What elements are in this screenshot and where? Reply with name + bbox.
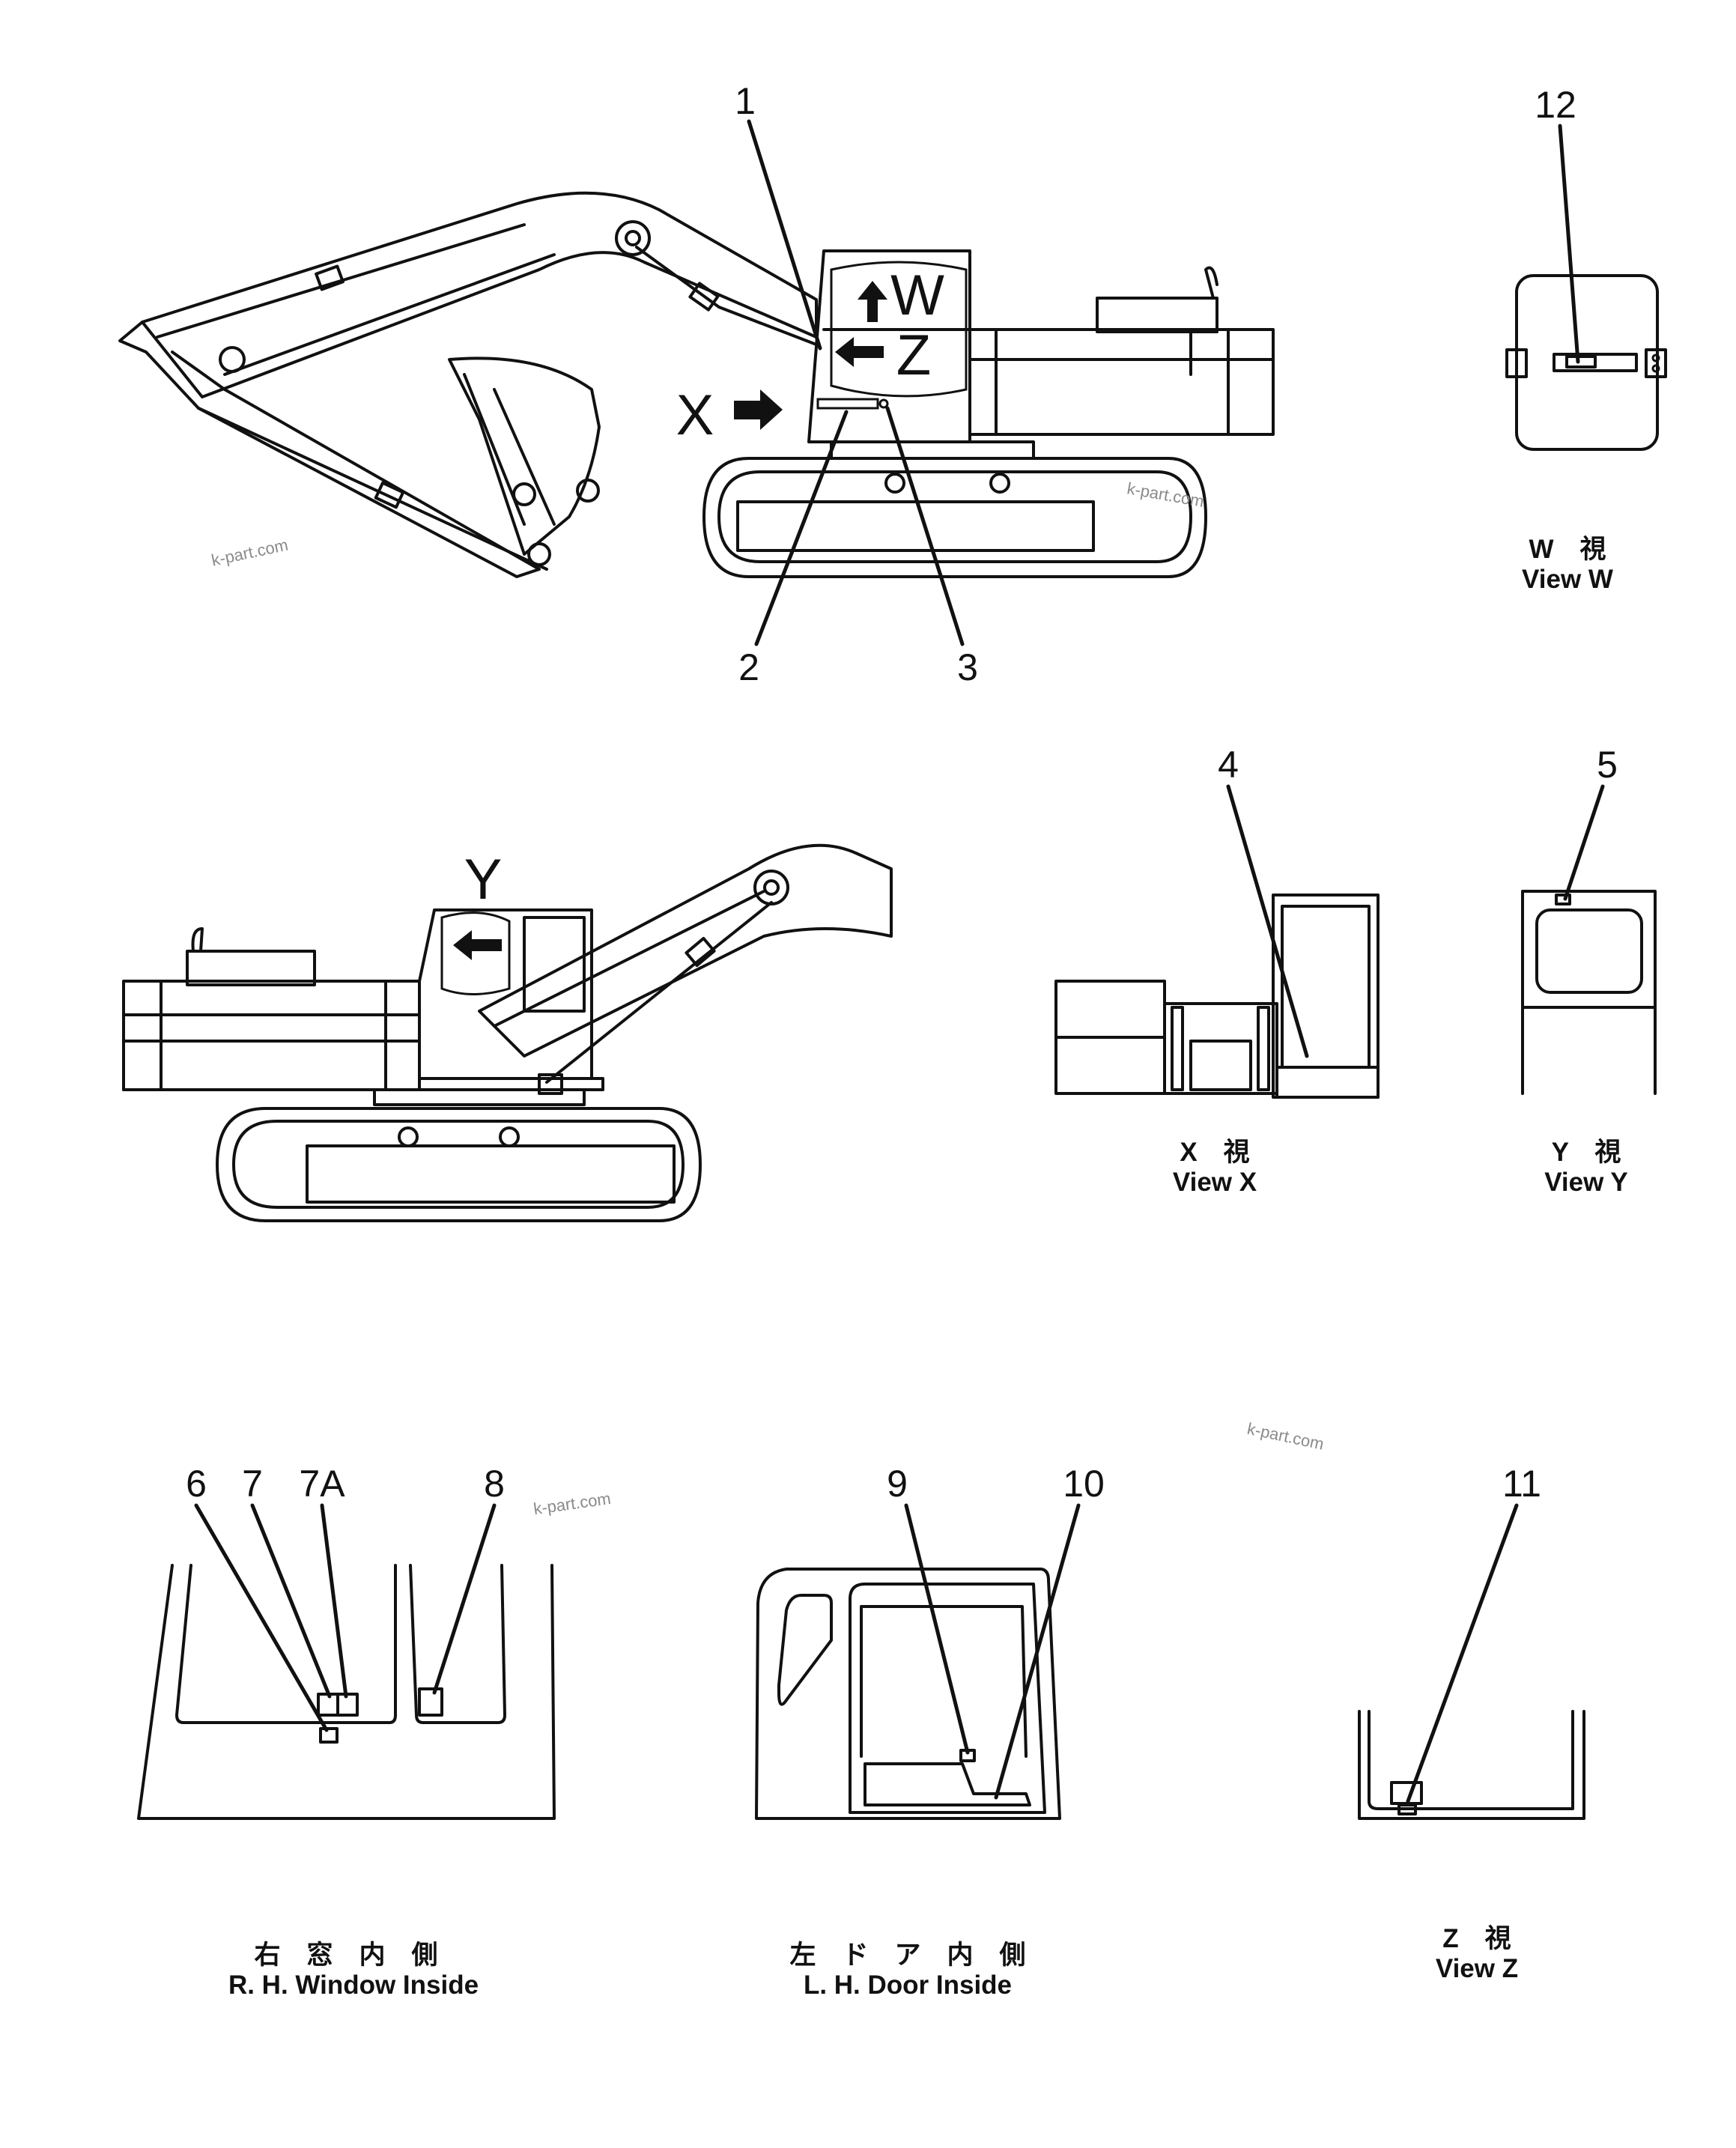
excavator-side-view-top: [118, 191, 1275, 578]
lh-door-inside-drawing: [755, 1568, 1061, 1820]
view-marker-y: Y: [464, 848, 503, 911]
caption-view-z-jp: Z 視: [1442, 1924, 1511, 1953]
caption-view-y-jp: Y 視: [1552, 1138, 1621, 1167]
caption-view-y-en: View Y: [1544, 1168, 1628, 1197]
caption-view-z-en: View Z: [1436, 1954, 1518, 1983]
caption-view-w-jp: W 視: [1529, 535, 1606, 564]
view-z-drawing: [1358, 1710, 1585, 1820]
caption-view-x-jp: X 視: [1180, 1138, 1249, 1167]
caption-lh-door-jp: 左 ド ア 内 側: [789, 1941, 1025, 1970]
leader-3: [885, 406, 965, 646]
leader-7a: [320, 1503, 348, 1699]
watermark: k-part.com: [1126, 479, 1206, 511]
leader-11: [1406, 1503, 1519, 1803]
caption-view-w-en: View W: [1522, 565, 1613, 594]
callout-11: 11: [1502, 1463, 1541, 1505]
watermark: k-part.com: [210, 536, 290, 570]
callout-10: 10: [1063, 1463, 1105, 1505]
callout-12: 12: [1535, 84, 1576, 126]
callout-1: 1: [735, 80, 756, 122]
arrow-x: [734, 389, 783, 430]
callout-5: 5: [1597, 744, 1618, 786]
callout-8: 8: [484, 1463, 505, 1505]
view-marker-z: Z: [896, 324, 931, 387]
watermark: k-part.com: [532, 1489, 612, 1518]
callout-3: 3: [957, 646, 978, 688]
callout-2: 2: [738, 646, 759, 688]
caption-rh-window-en: R. H. Window Inside: [228, 1970, 479, 2000]
view-w-drawing: [1505, 274, 1667, 451]
leader-1: [747, 119, 822, 351]
leader-9: [904, 1503, 970, 1755]
caption-view-x-en: View X: [1173, 1168, 1257, 1197]
view-marker-w: W: [890, 264, 944, 327]
callout-7: 7: [242, 1463, 263, 1505]
leader-8: [432, 1503, 497, 1695]
leader-7: [250, 1503, 332, 1699]
leader-4: [1226, 784, 1309, 1058]
leader-5: [1563, 784, 1605, 901]
leader-2: [754, 410, 849, 646]
callout-7a: 7A: [299, 1463, 345, 1505]
callout-4: 4: [1218, 744, 1239, 786]
leader-10: [994, 1503, 1081, 1800]
callout-9: 9: [887, 1463, 908, 1505]
leader-12: [1558, 124, 1580, 364]
watermark: k-part.com: [1245, 1419, 1326, 1454]
caption-rh-window-jp: 右 窓 内 側: [254, 1941, 437, 1970]
view-y-drawing: [1521, 890, 1657, 1095]
view-marker-x: X: [676, 383, 714, 447]
excavator-side-view-middle: [122, 843, 893, 1222]
caption-lh-door-en: L. H. Door Inside: [804, 1970, 1012, 2000]
view-x-drawing: [1054, 894, 1380, 1099]
leader-6: [194, 1503, 329, 1732]
callout-6: 6: [186, 1463, 207, 1505]
